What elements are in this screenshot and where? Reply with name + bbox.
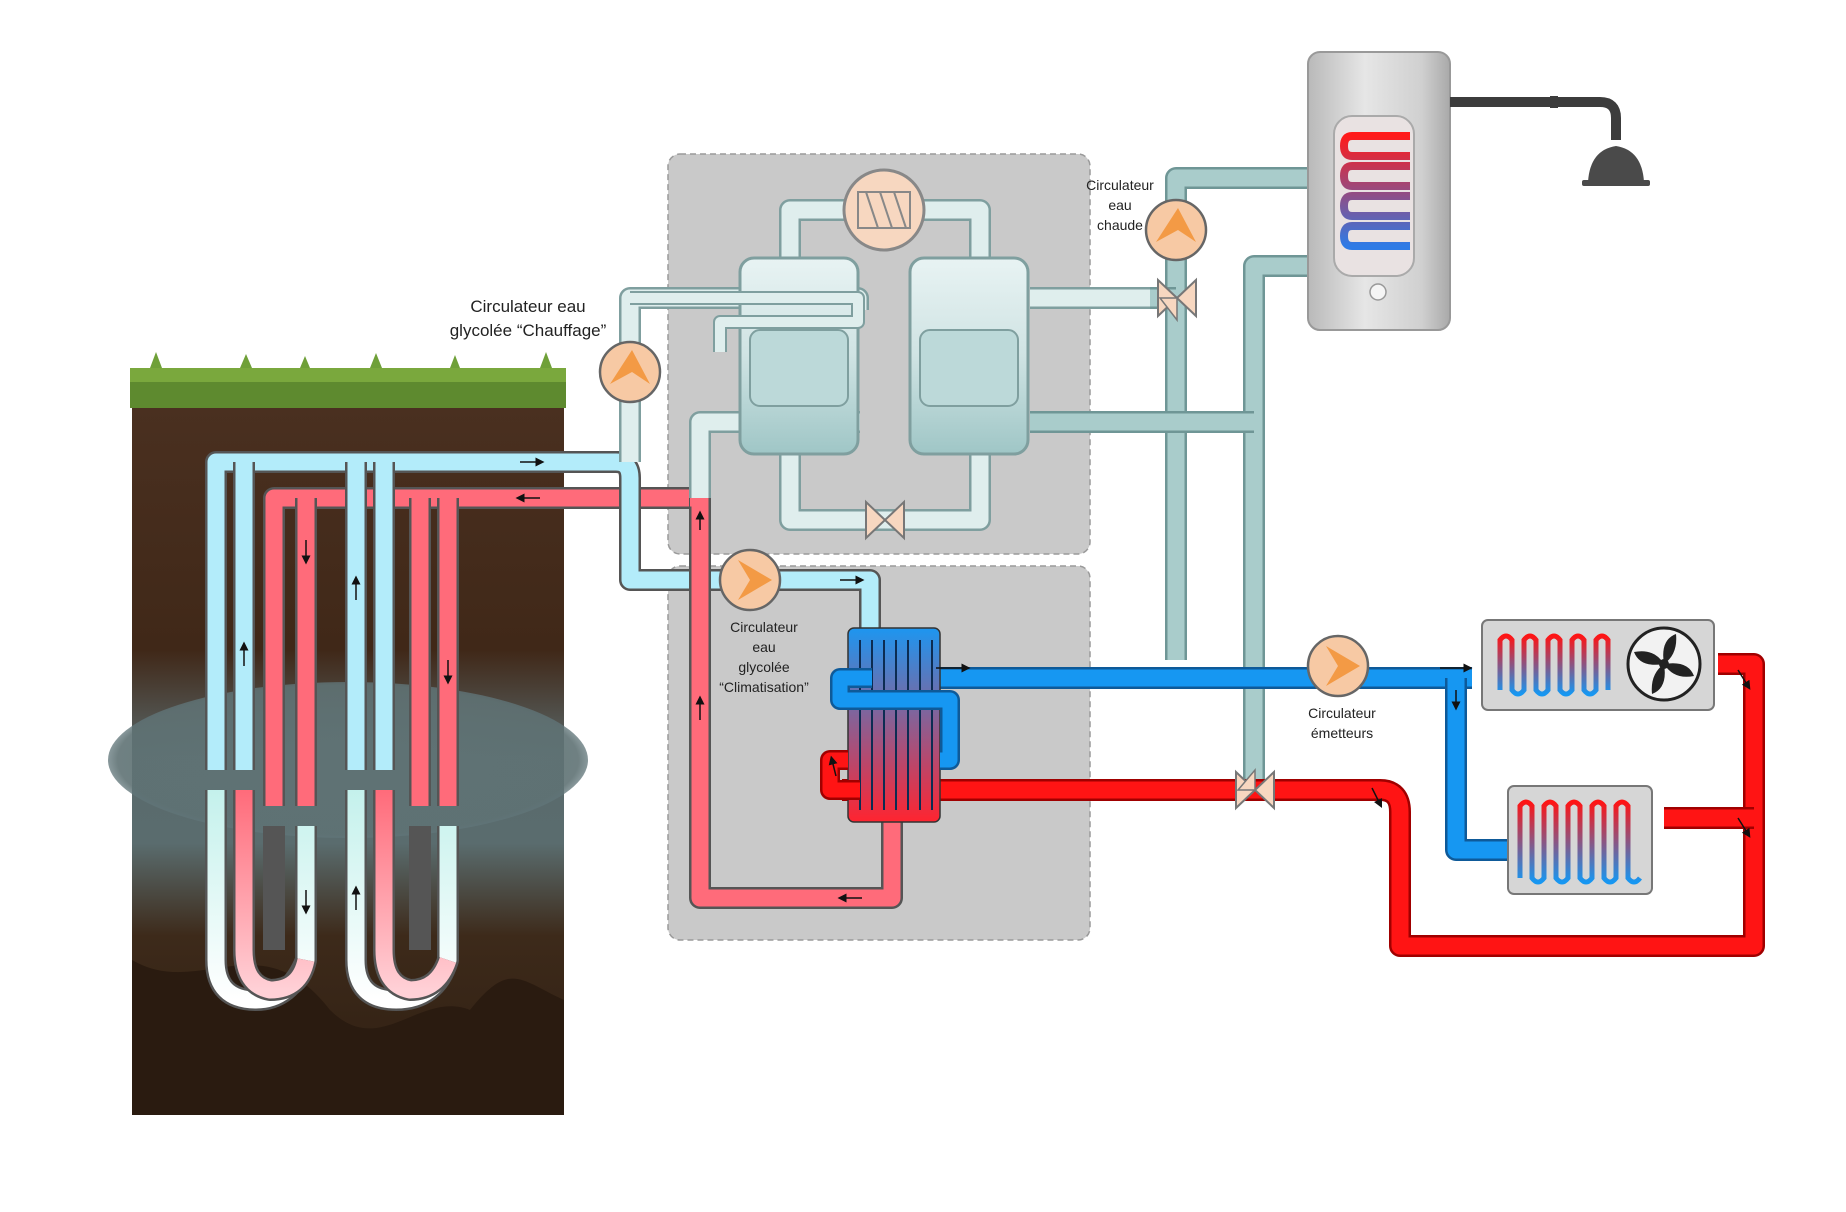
pump-climatisation	[718, 548, 782, 612]
label-circ-chauffage-1: Circulateur eau	[470, 297, 585, 316]
three-way-valve-icon	[1235, 767, 1275, 811]
three-way-valve-icon	[1157, 277, 1197, 323]
ground-probes	[205, 451, 700, 1011]
fan-icon	[1626, 626, 1702, 702]
expansion-valve-icon	[865, 499, 905, 541]
hot-water-circuit	[1030, 51, 1650, 780]
shower-head-icon	[1450, 96, 1650, 186]
pump-chauffage	[598, 340, 662, 404]
pump-icon	[1306, 634, 1370, 698]
label-circ-chauffage-2: glycolée “Chauffage”	[450, 321, 607, 340]
label-circ-clim-3: glycolée	[738, 659, 790, 675]
pump-eau-chaude	[1144, 198, 1208, 262]
pump-icon	[718, 548, 782, 612]
pump-icon	[1144, 198, 1208, 262]
grass-tufts	[150, 352, 552, 368]
label-circ-eau-chaude-3: chaude	[1097, 217, 1143, 233]
heat-exchanger	[820, 627, 960, 823]
hot-water-tank	[1307, 51, 1451, 331]
label-circ-emetteurs-1: Circulateur	[1308, 705, 1376, 721]
label-circ-clim-2: eau	[752, 639, 775, 655]
radiator	[1507, 785, 1653, 895]
emitter-circuit	[820, 619, 1765, 957]
label-circ-eau-chaude-1: Circulateur	[1086, 177, 1154, 193]
label-circ-clim-1: Circulateur	[730, 619, 798, 635]
pump-emetteurs	[1306, 634, 1370, 698]
label-circ-clim-4: “Climatisation”	[719, 679, 809, 695]
label-circ-emetteurs-2: émetteurs	[1311, 725, 1373, 741]
refrigerant-circuit	[630, 168, 1252, 541]
pump-icon	[598, 340, 662, 404]
compressor-icon	[842, 168, 926, 252]
grass-top	[130, 368, 566, 382]
fan-coil-unit	[1481, 619, 1715, 711]
label-circ-eau-chaude-2: eau	[1108, 197, 1131, 213]
